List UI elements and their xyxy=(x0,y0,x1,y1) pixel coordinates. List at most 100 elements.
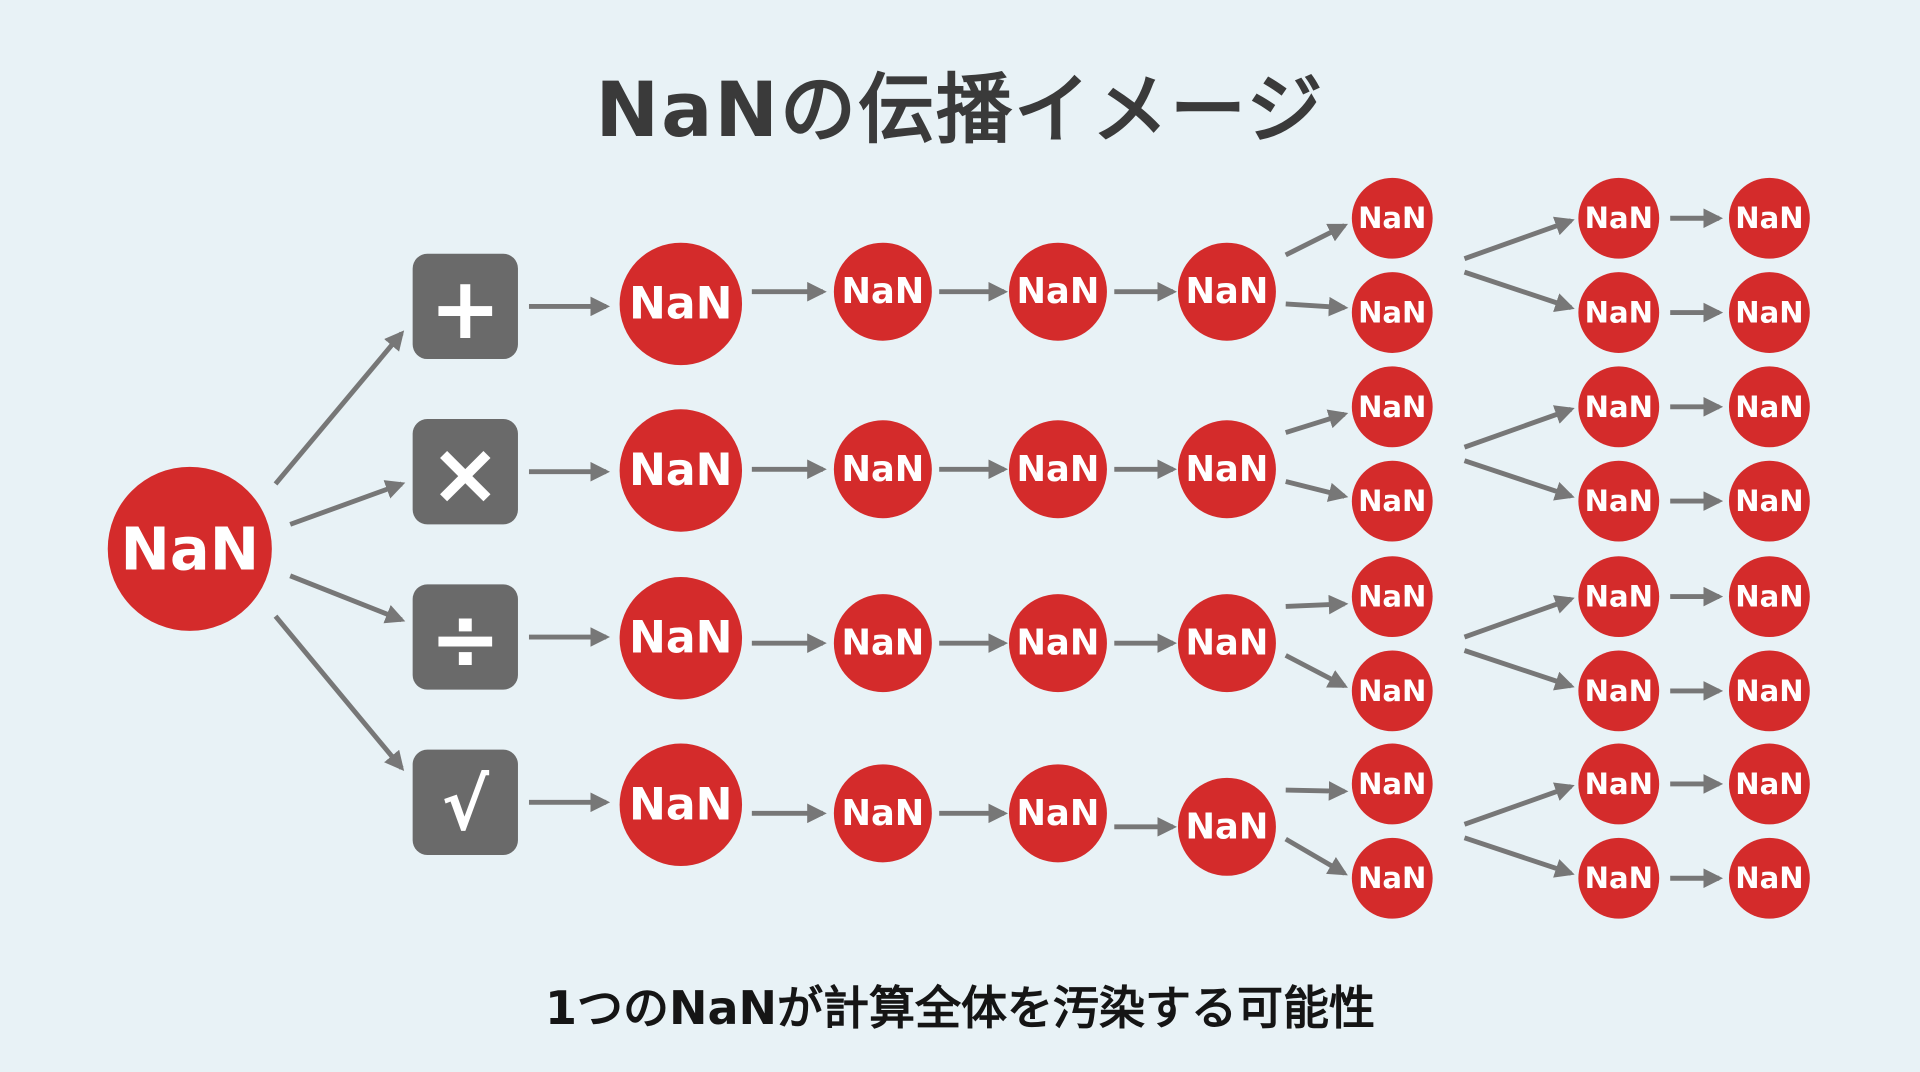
nan-label: NaN xyxy=(1017,271,1100,312)
operator-symbol: √ xyxy=(442,763,490,846)
nan-label: NaN xyxy=(1735,201,1803,235)
nan-circle xyxy=(833,764,932,863)
nan-label: NaN xyxy=(1358,201,1426,235)
nan-label: NaN xyxy=(1017,623,1100,664)
nan-node: NaN xyxy=(1008,594,1107,693)
nan-label: NaN xyxy=(1735,296,1803,330)
nan-node: NaN xyxy=(1728,743,1810,825)
nan-node: NaN xyxy=(1728,460,1810,542)
nan-circle xyxy=(1728,837,1810,919)
arrow xyxy=(1285,296,1349,317)
nan-node: NaN xyxy=(1578,743,1660,825)
nan-circle xyxy=(107,466,272,631)
operator-multiply-icon: × xyxy=(412,419,518,525)
nan-label: NaN xyxy=(1186,806,1269,847)
nan-circle xyxy=(1351,366,1433,448)
operator-sqrt-icon: √ xyxy=(412,749,518,855)
nan-label: NaN xyxy=(629,445,733,496)
nan-node: NaN xyxy=(833,420,932,519)
nan-circle xyxy=(619,242,743,366)
nan-node: NaN xyxy=(1728,556,1810,638)
nan-label: NaN xyxy=(1358,861,1426,895)
nan-node: NaN xyxy=(1578,460,1660,542)
arrow xyxy=(1285,781,1349,801)
nan-label: NaN xyxy=(1186,623,1269,664)
arrow xyxy=(273,614,405,772)
operator-box xyxy=(412,584,518,690)
nan-label: NaN xyxy=(1585,580,1653,614)
nan-circle xyxy=(1728,272,1810,353)
nan-node: NaN xyxy=(1351,366,1433,448)
nan-node: NaN xyxy=(1008,420,1107,519)
nan-circle xyxy=(1177,420,1276,519)
nan-label: NaN xyxy=(841,449,924,490)
nan-circle xyxy=(1728,460,1810,542)
arrow xyxy=(1463,405,1575,450)
nan-node: NaN xyxy=(1728,366,1810,448)
nan-circle xyxy=(833,594,932,693)
nan-label: NaN xyxy=(1585,390,1653,424)
arrow xyxy=(1284,223,1348,258)
nan-circle xyxy=(1177,242,1276,341)
nan-circle xyxy=(1578,650,1660,732)
nan-label: NaN xyxy=(1585,767,1653,801)
source-nan-node: NaN xyxy=(107,466,272,631)
nan-label: NaN xyxy=(1017,793,1100,834)
arrow xyxy=(289,573,406,624)
operator-box xyxy=(412,419,518,525)
nan-circle xyxy=(1008,242,1107,341)
operator-plus-icon: + xyxy=(412,253,518,360)
nan-circle xyxy=(1578,743,1660,825)
nan-node: NaN xyxy=(1351,743,1433,825)
nan-label: NaN xyxy=(841,623,924,664)
arrow xyxy=(1284,653,1348,689)
nan-circle xyxy=(1351,177,1433,259)
operator-symbol: + xyxy=(429,259,501,359)
arrow xyxy=(1463,648,1575,691)
nan-circle xyxy=(1578,460,1660,542)
nan-label: NaN xyxy=(1585,296,1653,330)
nan-circle xyxy=(1728,743,1810,825)
arrow xyxy=(1463,595,1575,640)
nan-circle xyxy=(833,242,932,341)
nan-circle xyxy=(1578,177,1660,259)
nan-circle xyxy=(833,420,932,519)
arrow xyxy=(1285,479,1349,502)
nan-node: NaN xyxy=(1351,272,1433,353)
nan-circle xyxy=(1351,743,1433,825)
nan-circle xyxy=(1177,594,1276,693)
nan-node: NaN xyxy=(1578,366,1660,448)
nan-node: NaN xyxy=(1351,460,1433,542)
nan-node: NaN xyxy=(1177,594,1276,693)
operator-divide-icon: ÷ xyxy=(412,584,518,690)
nan-circle xyxy=(619,409,743,532)
nan-circle xyxy=(1008,594,1107,693)
nan-label: NaN xyxy=(629,278,733,329)
nan-label: NaN xyxy=(1186,449,1269,490)
nan-circle xyxy=(1351,460,1433,542)
nan-circle xyxy=(1728,650,1810,732)
nan-node: NaN xyxy=(1008,764,1107,863)
arrow xyxy=(273,330,405,486)
nan-node: NaN xyxy=(833,242,932,341)
arrow xyxy=(289,480,406,527)
nan-label: NaN xyxy=(1358,296,1426,330)
nan-circle xyxy=(1351,272,1433,353)
nan-label: NaN xyxy=(120,514,259,583)
nan-node: NaN xyxy=(1008,242,1107,341)
nan-circle xyxy=(1578,837,1660,919)
nan-label: NaN xyxy=(1585,861,1653,895)
nan-node: NaN xyxy=(1728,837,1810,919)
nan-circle xyxy=(1008,764,1107,863)
arrow xyxy=(1284,836,1348,876)
operator-box xyxy=(412,749,518,855)
nan-node: NaN xyxy=(1578,650,1660,732)
nan-node: NaN xyxy=(833,764,932,863)
nan-label: NaN xyxy=(1735,674,1803,708)
nan-node: NaN xyxy=(1728,177,1810,259)
nan-circle xyxy=(619,577,743,700)
arrow xyxy=(1463,216,1575,261)
nan-node: NaN xyxy=(1177,777,1276,876)
nan-label: NaN xyxy=(1358,767,1426,801)
nan-circle xyxy=(1351,556,1433,638)
